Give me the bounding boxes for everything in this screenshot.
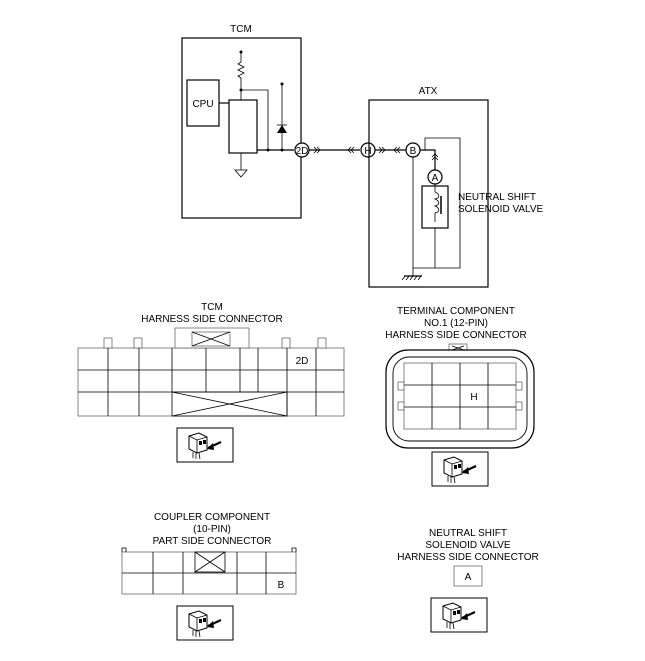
svg-text:2D: 2D [296, 146, 309, 157]
zener-diode-symbol [277, 125, 287, 133]
tcm-connector-title-1: TCM [201, 302, 223, 313]
svg-text:H: H [364, 146, 371, 157]
plug-direction-icon [430, 450, 490, 488]
terminal-h: H [360, 142, 376, 158]
tcm-connector: TCM HARNESS SIDE CONNECTOR 2D [77, 302, 345, 464]
plug-direction-icon [175, 426, 235, 464]
coupler-connector-title-3: PART SIDE CONNECTOR [153, 536, 272, 547]
valve-label-1: NEUTRAL SHIFT [458, 192, 536, 203]
coupler-connector: COUPLER COMPONENT (10-PIN) PART SIDE CON… [121, 512, 297, 642]
terminal-connector-title-3: HARNESS SIDE CONNECTOR [385, 330, 527, 341]
svg-text:B: B [410, 146, 417, 157]
svg-text:A: A [432, 173, 439, 184]
valve-connector-pin-a: A [465, 572, 472, 583]
terminal-connector: TERMINAL COMPONENT NO.1 (12-PIN) HARNESS… [385, 306, 535, 488]
ground-symbol [234, 169, 248, 178]
valve-label-2: SOLENOID VALVE [458, 204, 544, 215]
terminal-connector-title-1: TERMINAL COMPONENT [397, 306, 515, 317]
valve-connector-title-3: HARNESS SIDE CONNECTOR [397, 552, 539, 563]
terminal-2d: 2D [294, 142, 310, 158]
terminal-connector-title-2: NO.1 (12-PIN) [424, 318, 488, 329]
valve-connector-title-1: NEUTRAL SHIFT [429, 528, 507, 539]
tcm-connector-pin-2d: 2D [296, 356, 309, 367]
tcm-title: TCM [230, 24, 252, 35]
atx-title: ATX [419, 86, 438, 97]
valve-connector: NEUTRAL SHIFT SOLENOID VALVE HARNESS SID… [397, 528, 539, 634]
coupler-connector-title-2: (10-PIN) [193, 524, 231, 535]
cpu-label: CPU [192, 99, 213, 110]
resistor-symbol [237, 52, 245, 100]
terminal-b: B [405, 142, 421, 158]
terminal-connector-pin-h: H [470, 392, 477, 403]
atx-module: ATX A [368, 86, 489, 288]
tcm-module: TCM CPU [181, 24, 302, 219]
valve-connector-title-2: SOLENOID VALVE [425, 540, 511, 551]
driver-block [228, 99, 258, 154]
solenoid-coil-symbol [433, 184, 440, 222]
plug-direction-icon [429, 596, 489, 634]
terminal-a: A [427, 169, 443, 185]
tcm-connector-title-2: HARNESS SIDE CONNECTOR [141, 314, 283, 325]
coupler-connector-title-1: COUPLER COMPONENT [154, 512, 270, 523]
plug-direction-icon [175, 604, 235, 642]
coupler-connector-pin-b: B [278, 580, 285, 591]
